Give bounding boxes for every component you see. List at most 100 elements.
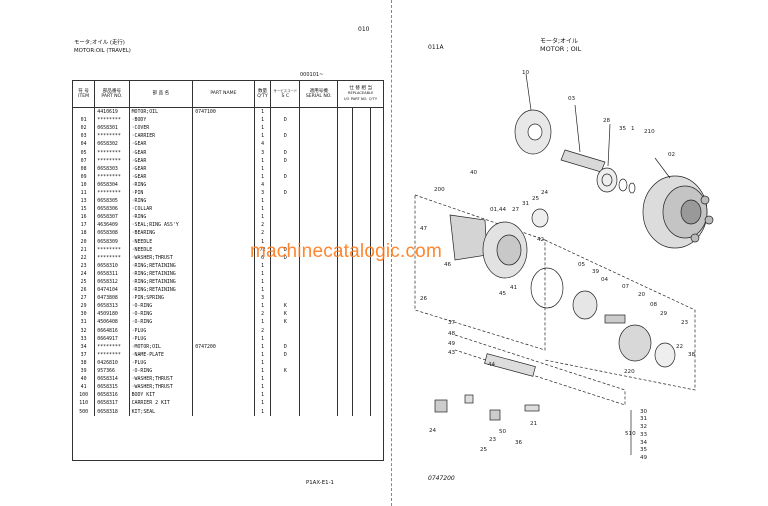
rep-part-cell: [351, 294, 372, 303]
quantity-cell: 1: [253, 350, 272, 359]
part-number-cell: ********: [94, 116, 130, 125]
rep-part-cell: [351, 269, 372, 278]
callout-37: 37: [448, 320, 456, 326]
part-name-cell: [192, 132, 255, 141]
rep-io-cell: [337, 188, 353, 198]
service-code-cell: [270, 326, 301, 335]
right-title-jp: モータ;オイル: [540, 38, 579, 45]
part-name-jp-cell: ·WASHER;THRUST: [128, 253, 194, 262]
rep-io-cell: [337, 318, 353, 327]
part-name-cell: 0747200: [192, 342, 255, 351]
part-name-jp-cell: ·GEAR: [128, 164, 194, 173]
part-name-cell: [192, 172, 255, 181]
quantity-cell: 1: [253, 399, 272, 408]
drawing-number: 0747200: [428, 475, 455, 482]
quantity-cell: 1: [253, 367, 272, 376]
service-code-cell: D: [270, 132, 301, 141]
rep-io-cell: [337, 148, 353, 157]
serial-no-cell: [299, 148, 339, 157]
rep-part-cell: [351, 197, 372, 206]
serial-no-cell: [299, 221, 339, 230]
part-name-jp-cell: ·SEAL;RING ASS'Y: [128, 221, 194, 230]
part-name-cell: 0747100: [192, 107, 255, 117]
part-name-jp-cell: ·COLLAR: [128, 205, 194, 214]
service-code-cell: D: [270, 148, 301, 157]
rep-io-cell: [337, 132, 353, 141]
rep-part-cell: [351, 164, 372, 173]
item-number-cell: 03: [71, 132, 96, 141]
rep-qty-cell: [370, 383, 384, 392]
rep-qty-cell: [370, 253, 384, 262]
part-number-cell: 0658308: [94, 229, 130, 238]
part-number-cell: 0658311: [94, 269, 130, 278]
serial-no-cell: [299, 383, 339, 392]
serial-no-cell: [299, 164, 339, 173]
part-number-cell: 0658302: [94, 140, 130, 149]
rep-part-cell: [351, 277, 372, 287]
rep-qty-cell: [370, 277, 384, 287]
callout-07: 07: [622, 284, 630, 290]
rep-qty-cell: [370, 205, 384, 214]
callout-41: 41: [510, 285, 518, 291]
part-name-jp-cell: ·O-RING: [128, 310, 194, 319]
callout-24: 24: [541, 190, 549, 196]
part-name-jp-cell: ·BODY: [128, 116, 194, 125]
service-code-cell: D: [270, 156, 301, 165]
serial-no-cell: [299, 277, 339, 287]
part-number-cell: 0658301: [94, 124, 130, 133]
part-name-jp-cell: BODY KIT: [128, 391, 194, 400]
ring-35-part: [618, 178, 628, 192]
group-510-item-33: 33: [640, 432, 648, 438]
part-number-cell: ********: [94, 245, 130, 254]
hdr-rep-qty: Q'TY: [368, 96, 378, 101]
callout-43: 43: [448, 350, 456, 356]
part-number-cell: 0658313: [94, 302, 130, 311]
serial-no-cell: [299, 261, 339, 270]
hdr-qty-en: Q'TY: [257, 94, 268, 99]
hdr-no-jp: 符 号: [78, 88, 89, 94]
rep-io-cell: [337, 164, 353, 173]
rep-qty-cell: [370, 294, 384, 303]
callout-28: 28: [603, 118, 611, 124]
rep-io-cell: [337, 326, 353, 335]
rep-part-cell: [351, 107, 372, 117]
service-code-cell: D: [270, 116, 301, 125]
part-number-cell: ********: [94, 342, 130, 351]
rep-io-cell: [337, 286, 353, 295]
part-number-cell: 0658317: [94, 399, 130, 408]
item-number-cell: 21: [71, 245, 96, 254]
item-number-cell: 09: [71, 172, 96, 181]
rep-part-cell: [351, 180, 372, 189]
callout-04: 04: [601, 277, 609, 283]
part-name-cell: [192, 318, 255, 327]
part-name-jp-cell: ·RING: [128, 197, 194, 206]
group-510-item-35: 35: [640, 447, 648, 453]
rep-part-cell: [351, 391, 372, 400]
hdr-pn-en: PART NO.: [101, 94, 123, 99]
rep-io-cell: [337, 407, 353, 416]
part-name-cell: [192, 367, 255, 376]
serial-no-cell: [299, 358, 339, 367]
part-name-cell: [192, 188, 255, 198]
part-name-cell: [192, 286, 255, 295]
rep-io-cell: [337, 367, 353, 376]
quantity-cell: 1: [253, 334, 272, 343]
callout-21: 21: [530, 421, 538, 427]
body-group-outline: [414, 194, 546, 351]
rep-qty-cell: [370, 116, 384, 125]
part-name-cell: [192, 237, 255, 246]
serial-no-cell: [299, 172, 339, 181]
callout-36: 36: [515, 440, 523, 446]
item-number-cell: 11: [71, 188, 96, 198]
callout-27: 27: [512, 207, 520, 213]
callout-25b: 25: [480, 447, 488, 453]
service-code-cell: [270, 358, 301, 367]
